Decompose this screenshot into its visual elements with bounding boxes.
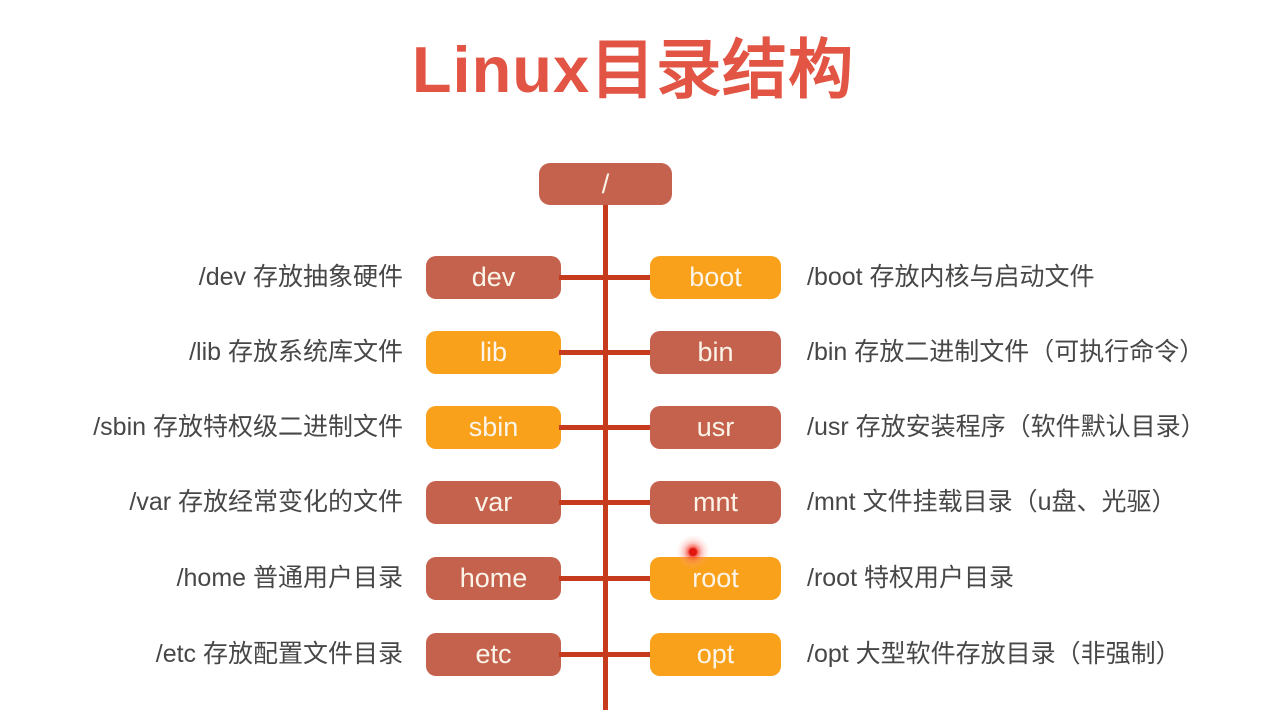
connector-line bbox=[559, 576, 652, 581]
diagram-row: /home 普通用户目录 home root /root 特权用户目录 bbox=[0, 557, 1266, 600]
connector-line bbox=[559, 350, 652, 355]
dir-node-lib: lib bbox=[426, 331, 561, 374]
dir-node-dev: dev bbox=[426, 256, 561, 299]
connector-line bbox=[559, 275, 652, 280]
diagram-row: /var 存放经常变化的文件 var mnt /mnt 文件挂载目录（u盘、光驱… bbox=[0, 481, 1266, 524]
dir-description-usr: /usr 存放安装程序（软件默认目录） bbox=[807, 413, 1206, 441]
dir-description-lib: /lib 存放系统库文件 bbox=[189, 338, 403, 366]
connector-line bbox=[559, 500, 652, 505]
tree-trunk-line bbox=[603, 203, 608, 710]
dir-description-root: /root 特权用户目录 bbox=[807, 564, 1014, 592]
dir-description-var: /var 存放经常变化的文件 bbox=[129, 488, 403, 516]
dir-node-mnt: mnt bbox=[650, 481, 781, 524]
dir-description-bin: /bin 存放二进制文件（可执行命令） bbox=[807, 338, 1205, 366]
dir-description-etc: /etc 存放配置文件目录 bbox=[155, 640, 403, 668]
dir-node-etc: etc bbox=[426, 633, 561, 676]
dir-node-bin: bin bbox=[650, 331, 781, 374]
page-title: Linux目录结构 bbox=[411, 33, 855, 106]
dir-node-sbin: sbin bbox=[426, 406, 561, 449]
diagram-row: /sbin 存放特权级二进制文件 sbin usr /usr 存放安装程序（软件… bbox=[0, 406, 1266, 449]
dir-description-dev: /dev 存放抽象硬件 bbox=[198, 263, 403, 291]
dir-node-boot: boot bbox=[650, 256, 781, 299]
dir-description-sbin: /sbin 存放特权级二进制文件 bbox=[93, 413, 403, 441]
dir-node-home: home bbox=[426, 557, 561, 600]
dir-node-var: var bbox=[426, 481, 561, 524]
dir-description-mnt: /mnt 文件挂载目录（u盘、光驱） bbox=[807, 488, 1177, 516]
dir-node-root-user: root bbox=[650, 557, 781, 600]
diagram-row: /dev 存放抽象硬件 dev boot /boot 存放内核与启动文件 bbox=[0, 256, 1266, 299]
diagram-row: /lib 存放系统库文件 lib bin /bin 存放二进制文件（可执行命令） bbox=[0, 331, 1266, 374]
dir-node-usr: usr bbox=[650, 406, 781, 449]
dir-description-home: /home 普通用户目录 bbox=[176, 564, 403, 592]
dir-description-opt: /opt 大型软件存放目录（非强制） bbox=[807, 640, 1181, 668]
connector-line bbox=[559, 652, 652, 657]
dir-node-opt: opt bbox=[650, 633, 781, 676]
dir-description-boot: /boot 存放内核与启动文件 bbox=[807, 263, 1095, 291]
connector-line bbox=[559, 425, 652, 430]
diagram-row: /etc 存放配置文件目录 etc opt /opt 大型软件存放目录（非强制） bbox=[0, 633, 1266, 676]
dir-node-root: / bbox=[539, 163, 672, 205]
